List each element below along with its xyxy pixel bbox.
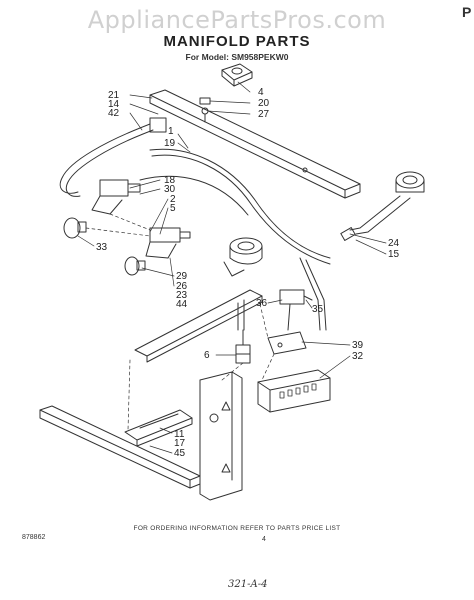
handwritten-code: 321-A-4: [228, 579, 268, 590]
callout-33: 33: [96, 242, 108, 253]
control-knob-left: [63, 217, 87, 239]
callout-36: 36: [256, 298, 268, 309]
callout-1: 1: [168, 126, 174, 137]
callout-17: 17: [174, 438, 186, 449]
callout-18: 18: [164, 175, 176, 186]
spark-module: [267, 331, 307, 355]
ordering-note: FOR ORDERING INFORMATION REFER TO PARTS …: [133, 525, 341, 532]
ignition-switch-block: [257, 369, 331, 413]
callout-4: 4: [258, 87, 264, 98]
burner-valve-knob-top: [221, 63, 253, 87]
slide-bracket: [124, 409, 193, 447]
manifold-bracket: [149, 89, 361, 199]
control-knob-lower: [124, 256, 146, 276]
callout-39: 39: [352, 340, 364, 351]
callout-15: 15: [388, 249, 400, 260]
front-trim: [39, 405, 201, 489]
callout-6: 6: [204, 350, 210, 361]
corner-mark: P: [462, 4, 472, 20]
callout-5: 5: [170, 203, 176, 214]
callout-45: 45: [174, 448, 186, 459]
callout-35: 35: [312, 304, 324, 315]
pressure-regulator: [279, 289, 313, 331]
callout-26: 26: [176, 281, 188, 292]
callout-23: 23: [176, 290, 188, 301]
gas-supply-tubes: [139, 148, 331, 331]
document-number: 878862: [22, 534, 46, 541]
callout-42: 42: [108, 108, 120, 119]
model-line: For Model: SM958PEKW0: [185, 52, 289, 62]
callout-27: 27: [258, 109, 270, 120]
watermark: AppliancePartsPros.com: [87, 6, 387, 34]
callout-21: 21: [108, 90, 120, 101]
callout-32: 32: [352, 351, 364, 362]
callout-24: 24: [388, 238, 400, 249]
page-number: 4: [262, 536, 266, 543]
center-burner: [223, 237, 263, 277]
callout-44: 44: [176, 299, 188, 310]
callout-30: 30: [164, 184, 176, 195]
valve-bracket: [134, 289, 263, 363]
callout-2: 2: [170, 194, 176, 205]
assembly-guides: [85, 213, 275, 431]
right-burner: [340, 171, 425, 241]
union-fitting: [235, 329, 251, 364]
callout-14: 14: [108, 99, 120, 110]
orifice-fittings: [199, 97, 211, 123]
callout-19: 19: [164, 138, 176, 149]
callout-11: 11: [174, 429, 185, 440]
callout-leaders: [77, 81, 387, 454]
callout-29: 29: [176, 271, 188, 282]
manifold-pipe: [59, 117, 167, 197]
manifold-panel: [199, 371, 243, 501]
callout-20: 20: [258, 98, 270, 109]
page-title: MANIFOLD PARTS: [163, 33, 311, 50]
valve-assembly: [91, 179, 191, 259]
